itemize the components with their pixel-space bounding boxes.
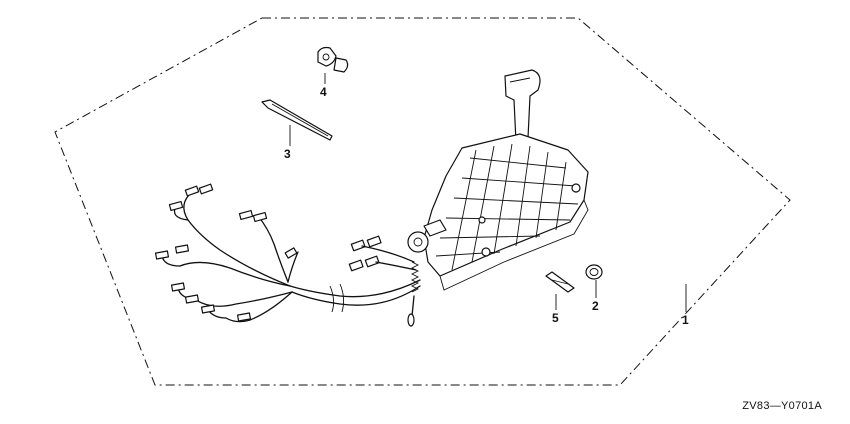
callout-3: 3 <box>284 147 291 161</box>
part-3-cable-tie <box>261 99 333 146</box>
part-5-pin <box>545 271 575 310</box>
callout-5: 5 <box>552 311 559 325</box>
part-2-grommet <box>585 264 603 298</box>
callout-1: 1 <box>682 313 689 327</box>
drawing-code: ZV83—Y0701A <box>742 400 822 412</box>
callout-4: 4 <box>320 85 327 99</box>
part-1-remote-control-box <box>407 69 589 291</box>
callout-2: 2 <box>592 299 599 313</box>
part-4-clip <box>317 46 349 84</box>
assembly-boundary <box>54 17 791 386</box>
wire-harness <box>154 183 421 327</box>
